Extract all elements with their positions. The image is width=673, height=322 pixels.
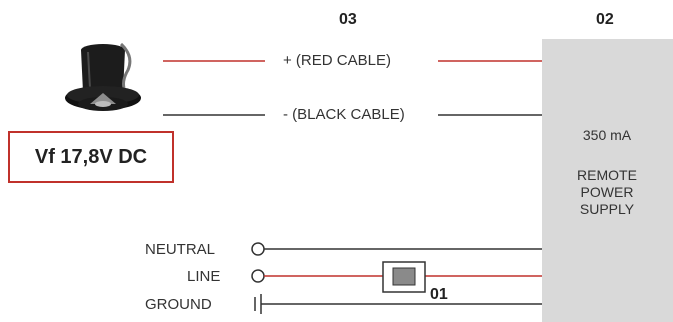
supply-name-line-3: SUPPLY [579, 200, 635, 217]
supply-name: REMOTE POWER SUPPLY [542, 167, 672, 217]
led-downlight-icon [65, 42, 141, 111]
label-01: 01 [430, 286, 448, 303]
line-label: LINE [187, 268, 221, 285]
black-cable-label: - (BLACK CABLE) [283, 106, 405, 123]
switch-icon [382, 261, 426, 293]
red-cable-label: + (RED CABLE) [283, 52, 391, 69]
supply-name-line-2: POWER [580, 183, 634, 200]
ground-label: GROUND [145, 296, 212, 313]
supply-current: 350 mA [582, 127, 632, 143]
line-terminal-icon [251, 269, 265, 283]
neutral-terminal-icon [251, 242, 265, 256]
supply-name-line-1: REMOTE [577, 167, 637, 183]
label-02: 02 [596, 11, 614, 28]
neutral-label: NEUTRAL [145, 241, 216, 258]
forward-voltage-box: Vf 17,8V DC [8, 131, 174, 183]
ground-symbol-icon [254, 294, 262, 314]
label-03: 03 [339, 11, 357, 28]
forward-voltage-label: Vf 17,8V DC [34, 145, 148, 168]
remote-power-supply-box [542, 39, 673, 322]
